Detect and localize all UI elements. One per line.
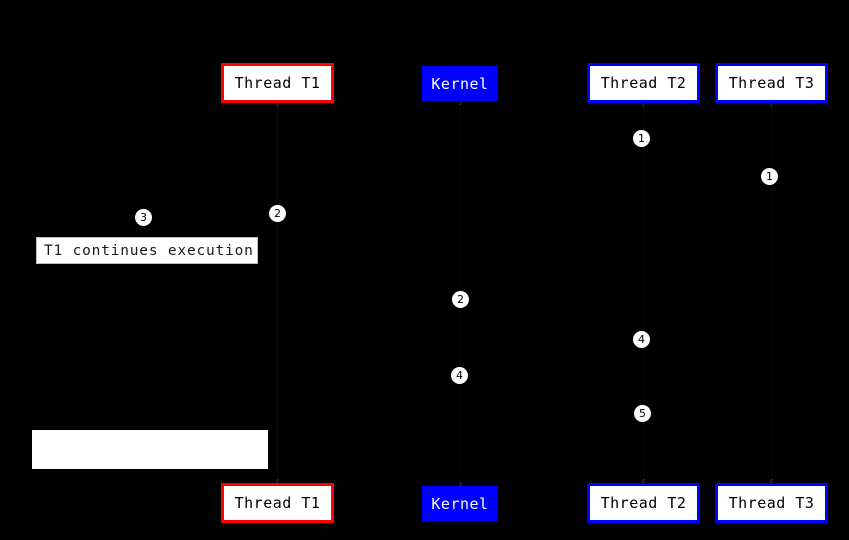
note-text: T1 continues execution bbox=[44, 242, 254, 259]
lifeline-t1 bbox=[277, 103, 278, 483]
lifeline-stub-bottom-t1 bbox=[276, 479, 279, 483]
participant-box-t2-b[interactable]: Thread T2 bbox=[587, 483, 700, 523]
lifeline-stub-top-t1 bbox=[276, 103, 279, 107]
lifeline-stub-top-t3 bbox=[770, 103, 773, 107]
step-badge-step-t2-4: 4 bbox=[633, 331, 650, 348]
step-badge-step-t2-1: 1 bbox=[633, 130, 650, 147]
step-badge-step-t2-5: 5 bbox=[634, 405, 651, 422]
blank-box-blank-note bbox=[32, 430, 268, 469]
lifeline-t3 bbox=[771, 103, 772, 483]
participant-label: Kernel bbox=[431, 494, 489, 513]
participant-label: Thread T2 bbox=[600, 74, 687, 92]
step-badge-step-k-2: 2 bbox=[452, 291, 469, 308]
participant-label: Thread T1 bbox=[234, 494, 321, 512]
participant-box-kernel-b[interactable]: Kernel bbox=[422, 486, 498, 521]
lifeline-t2 bbox=[643, 103, 644, 483]
lifeline-stub-bottom-t3 bbox=[770, 479, 773, 483]
participant-label: Thread T3 bbox=[728, 494, 815, 512]
participant-box-t3-b[interactable]: Thread T3 bbox=[715, 483, 828, 523]
note-box-t1-continues: T1 continues execution bbox=[36, 237, 258, 264]
step-badge-step-t1-3: 3 bbox=[135, 209, 152, 226]
participant-box-t2[interactable]: Thread T2 bbox=[587, 63, 700, 103]
participant-label: Thread T2 bbox=[600, 494, 687, 512]
lifeline-stub-top-kernel bbox=[459, 101, 462, 105]
lifeline-stub-bottom-kernel bbox=[459, 482, 462, 486]
lifeline-stub-bottom-t2 bbox=[642, 479, 645, 483]
participant-label: Thread T1 bbox=[234, 74, 321, 92]
lifeline-stub-top-t2 bbox=[642, 103, 645, 107]
participant-box-t3[interactable]: Thread T3 bbox=[715, 63, 828, 103]
step-badge-step-t3-1: 1 bbox=[761, 168, 778, 185]
step-badge-step-t1-2: 2 bbox=[269, 205, 286, 222]
participant-label: Thread T3 bbox=[728, 74, 815, 92]
participant-label: Kernel bbox=[431, 74, 489, 93]
step-badge-step-k-4: 4 bbox=[451, 367, 468, 384]
participant-box-t1-b[interactable]: Thread T1 bbox=[221, 483, 334, 523]
participant-box-kernel[interactable]: Kernel bbox=[422, 66, 498, 101]
participant-box-t1[interactable]: Thread T1 bbox=[221, 63, 334, 103]
